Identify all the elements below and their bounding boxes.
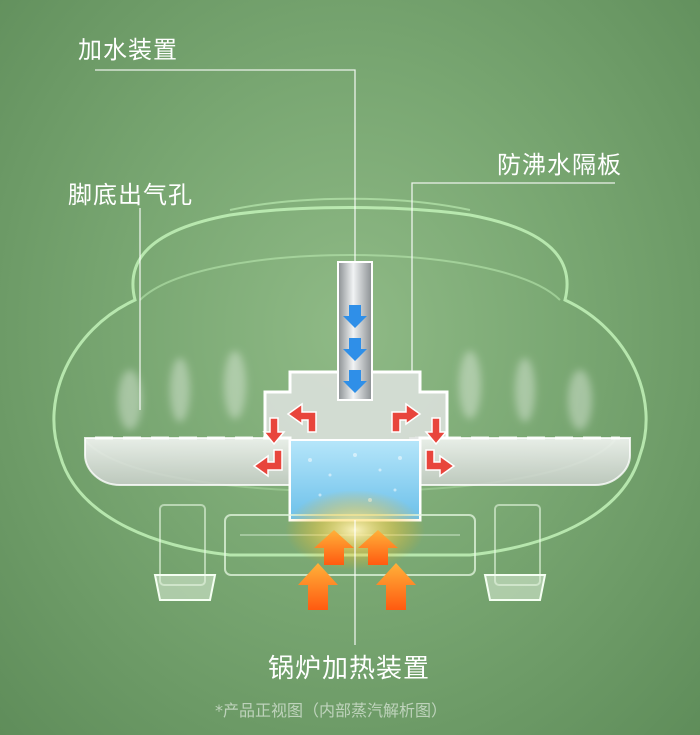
steam-arrow-left-out xyxy=(252,449,283,478)
label-water-inlet: 加水装置 xyxy=(78,36,178,64)
device-feet xyxy=(153,574,547,601)
water-flow-arrow xyxy=(343,338,367,361)
steam-arrow-right-up xyxy=(391,402,422,433)
steam-channel xyxy=(84,436,631,486)
water-flow-arrow xyxy=(343,370,367,393)
leader-lines xyxy=(95,69,615,645)
steam-arrow-right-down xyxy=(424,417,448,446)
label-boiler-heater: 锅炉加热装置 xyxy=(268,654,431,684)
heat-arrow xyxy=(376,563,416,610)
heat-arrow xyxy=(298,563,338,610)
steam-arrow-left-up xyxy=(286,402,317,433)
leader-line-water-inlet xyxy=(95,69,356,262)
heat-arrow xyxy=(358,530,398,565)
leader-line-anti-overflow xyxy=(411,182,615,372)
water-flow-arrows xyxy=(343,305,367,393)
diagram-caption: *产品正视图（内部蒸汽解析图） xyxy=(215,701,448,720)
heat-arrows xyxy=(298,530,416,610)
steam-flow-arrows xyxy=(252,402,456,478)
steam-arrow-right-out xyxy=(425,449,456,478)
water-flow-arrow xyxy=(343,305,367,328)
label-foot-vent-holes: 脚底出气孔 xyxy=(68,181,193,209)
steam-arrow-left-down xyxy=(262,417,286,446)
heat-arrow xyxy=(314,530,354,565)
label-anti-overflow-plate: 防沸水隔板 xyxy=(497,151,622,179)
steam-wisps xyxy=(118,351,592,430)
